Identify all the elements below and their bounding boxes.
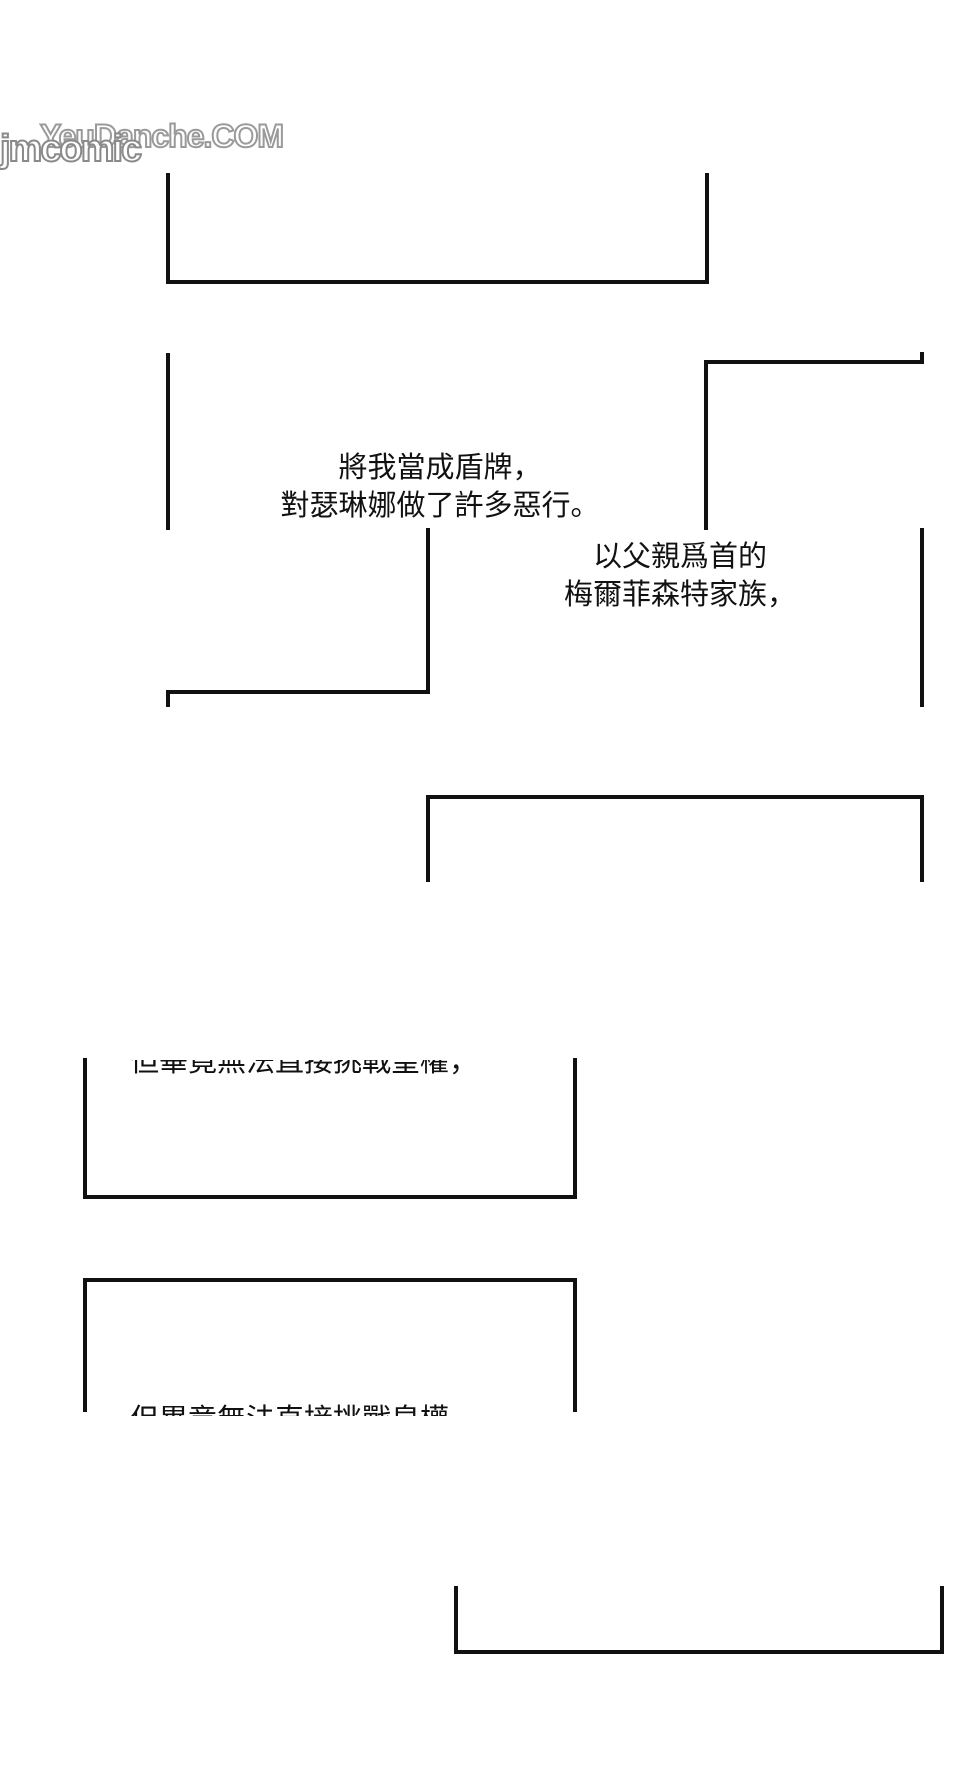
watermark-back-text: YeuDanche.COM bbox=[39, 117, 285, 155]
panel-frame-3 bbox=[704, 352, 924, 707]
site-watermark: YeuDanche.COM jmcomic bbox=[0, 117, 330, 178]
panel-frame-4 bbox=[426, 795, 924, 882]
caption-cut-top: 但畢竟無法直接挑戰皇權， bbox=[120, 1060, 560, 1080]
panel-frame-2 bbox=[166, 353, 430, 707]
caption-meliffisent-family: 以父親爲首的 梅爾菲森特家族， bbox=[510, 537, 850, 613]
caption-line: 將我當成盾牌， bbox=[338, 450, 542, 484]
caption-meliffisent-deeds: 將我當成盾牌， 對瑟琳娜做了許多惡行。 bbox=[210, 448, 670, 524]
caption-line: 對瑟琳娜做了許多惡行。 bbox=[280, 488, 600, 522]
caption-line: 以父親爲首的 bbox=[592, 539, 767, 573]
panel-frame-7 bbox=[454, 1586, 944, 1654]
watermark-front-text: jmcomic bbox=[0, 127, 143, 171]
panel-frame-6 bbox=[83, 1278, 577, 1412]
caption-cut-bottom: 但畢竟無法直接挑戰皇權， bbox=[120, 1400, 560, 1416]
caption-line: 梅爾菲森特家族， bbox=[563, 577, 796, 611]
caption-line: 但畢竟無法直接挑戰皇權， bbox=[130, 1400, 478, 1416]
caption-line: 但畢竟無法直接挑戰皇權， bbox=[130, 1060, 479, 1078]
panel-frame-5 bbox=[83, 1058, 577, 1199]
panel-frame-1 bbox=[166, 173, 709, 284]
